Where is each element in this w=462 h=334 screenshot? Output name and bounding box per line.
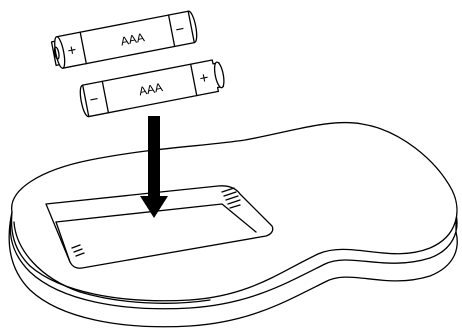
compartment-inner-side bbox=[55, 221, 71, 263]
battery-top-positive: + bbox=[66, 41, 78, 59]
compartment-outer bbox=[45, 185, 274, 269]
spring-contact-left bbox=[71, 244, 85, 257]
battery-top-negative: − bbox=[174, 20, 186, 38]
battery-top: + AAA − bbox=[50, 10, 198, 69]
remote-control-side bbox=[8, 211, 458, 328]
battery-bottom-negative: − bbox=[88, 91, 100, 109]
battery-bottom: − AAA + bbox=[79, 59, 225, 118]
compartment-inner-edge bbox=[55, 203, 257, 233]
remote-control-edge bbox=[13, 221, 211, 304]
battery-compartment bbox=[45, 185, 274, 269]
spring-contact-right bbox=[221, 187, 241, 209]
battery-bottom-type-label: AAA bbox=[138, 80, 164, 98]
insert-direction-arrow-icon bbox=[140, 116, 168, 218]
battery-top-type-label: AAA bbox=[119, 30, 145, 48]
battery-bottom-positive: + bbox=[198, 69, 210, 87]
remote-control bbox=[8, 121, 458, 328]
